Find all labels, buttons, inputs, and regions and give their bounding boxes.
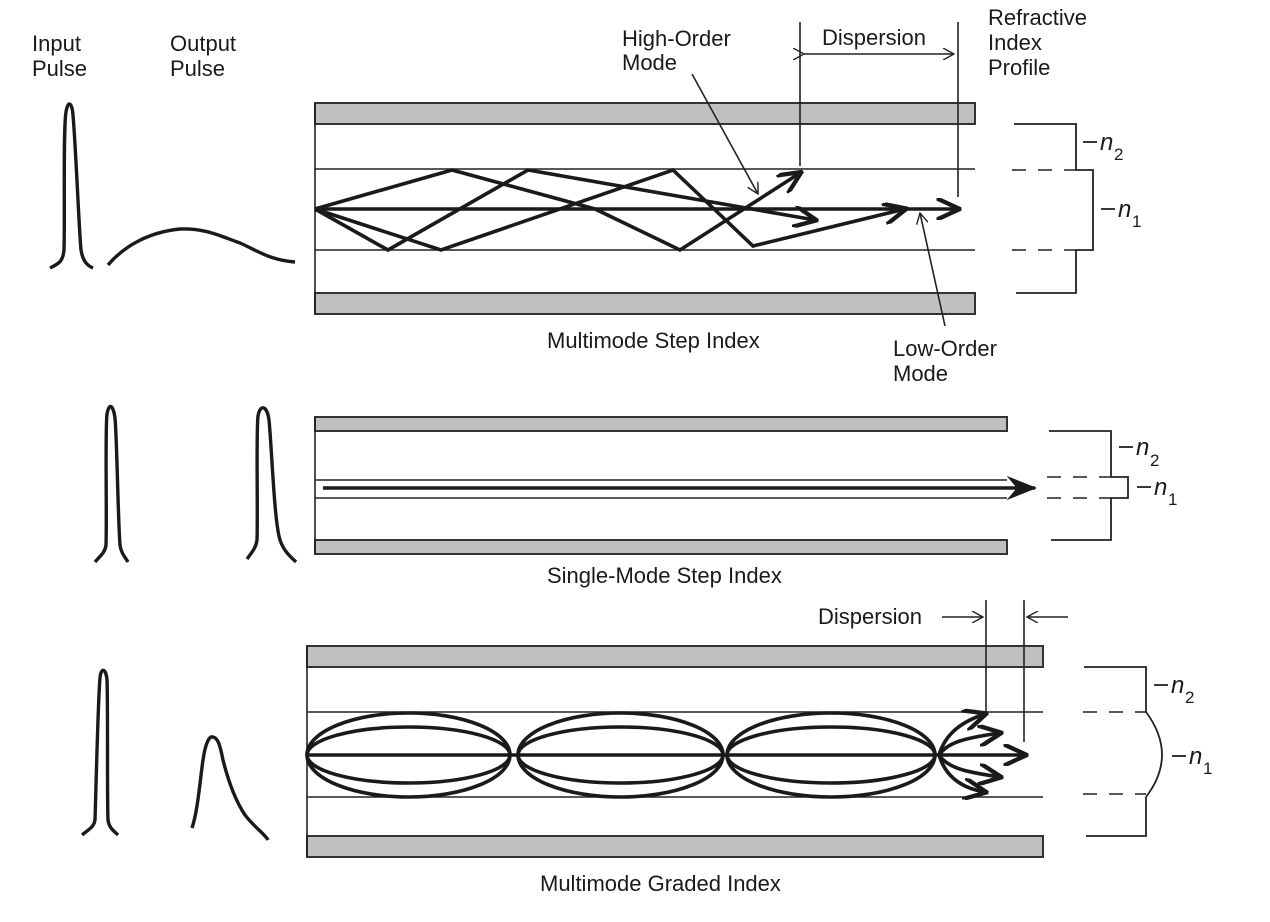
high-order-label-line1: High-Order — [622, 26, 731, 51]
index-profile-1: n 2 n 1 — [1012, 123, 1141, 294]
graded-lobe-1-inner — [305, 725, 512, 785]
graded-profile-bottom — [1086, 797, 1147, 837]
graded-profile-curve — [1145, 711, 1163, 798]
cladding-top-1 — [314, 102, 976, 125]
high-order-pointer — [691, 73, 758, 194]
output-pulse-2 — [245, 406, 298, 564]
n1-sub-2: 1 — [1168, 490, 1177, 509]
n2-sub-3: 2 — [1185, 688, 1194, 707]
caption-multimode-graded-index: Multimode Graded Index — [540, 871, 781, 896]
cladding-bottom-3 — [306, 835, 1044, 858]
step-profile-1 — [1014, 123, 1094, 294]
mid-order-ray — [314, 167, 905, 252]
output-pulse-label-line2: Pulse — [170, 56, 225, 81]
cladding-top-2 — [314, 416, 1008, 432]
n1-label-3: n — [1189, 743, 1202, 770]
n1-label-2: n — [1154, 474, 1167, 501]
n2-label-2: n — [1136, 434, 1149, 461]
panel-multimode-graded-index: Dispersion Multimode Graded Index n 2 n … — [80, 600, 1212, 896]
step-profile-2 — [1049, 430, 1129, 541]
exit-ray-inner-top — [937, 733, 1000, 757]
input-pulse-1 — [49, 102, 94, 270]
panel-single-mode-step-index: Single-Mode Step Index n 2 n 1 — [93, 404, 1177, 588]
index-profile-3: n 2 n 1 — [1083, 666, 1212, 837]
n1-label-1: n — [1118, 196, 1131, 223]
n1-sub-1: 1 — [1132, 212, 1141, 231]
dispersion-label-3: Dispersion — [818, 604, 922, 629]
high-order-ray — [314, 168, 800, 253]
index-profile-2: n 2 n 1 — [1047, 430, 1177, 541]
n2-sub-1: 2 — [1114, 145, 1123, 164]
output-pulse-3 — [190, 735, 270, 841]
refractive-label-line1: Refractive — [988, 5, 1087, 30]
cladding-top-3 — [306, 645, 1044, 668]
n2-label-3: n — [1171, 672, 1184, 699]
graded-lobe-2-inner — [516, 725, 725, 785]
high-order-label-line2: Mode — [622, 50, 677, 75]
exit-ray-outer-top — [937, 714, 985, 756]
graded-lobe-3-inner — [725, 725, 937, 785]
input-pulse-label-line1: Input — [32, 31, 81, 56]
caption-multimode-step-index: Multimode Step Index — [547, 328, 760, 353]
low-order-label-line1: Low-Order — [893, 336, 997, 361]
high-order-ray-2 — [314, 168, 815, 253]
refractive-index-profile-label: Refractive Index Profile — [988, 5, 1087, 80]
input-pulse-label: Input Pulse — [32, 31, 87, 81]
output-pulse-label-line1: Output — [170, 31, 236, 56]
n2-sub-2: 2 — [1150, 451, 1159, 470]
n2-label-1: n — [1100, 129, 1113, 156]
low-order-label-line2: Mode — [893, 361, 948, 386]
graded-mode-lobes — [305, 711, 937, 799]
graded-exit-rays — [937, 714, 1000, 792]
cladding-bottom-1 — [314, 292, 976, 315]
n1-sub-3: 1 — [1203, 759, 1212, 778]
input-pulse-label-line2: Pulse — [32, 56, 87, 81]
caption-single-mode-step-index: Single-Mode Step Index — [547, 563, 782, 588]
input-pulse-2 — [93, 404, 130, 564]
panel-multimode-step-index: Dispersion High-Order Mode Low-Order Mod… — [49, 22, 1141, 386]
input-pulse-3 — [80, 668, 120, 837]
output-pulse-label: Output Pulse — [170, 31, 236, 81]
graded-profile-top — [1084, 666, 1147, 712]
refractive-label-line3: Profile — [988, 55, 1050, 80]
refractive-label-line2: Index — [988, 30, 1042, 55]
low-order-pointer — [920, 213, 946, 327]
exit-ray-outer-bottom — [937, 754, 985, 792]
dispersion-label-1: Dispersion — [822, 25, 926, 50]
cladding-bottom-2 — [314, 539, 1008, 555]
output-pulse-1 — [106, 227, 296, 267]
